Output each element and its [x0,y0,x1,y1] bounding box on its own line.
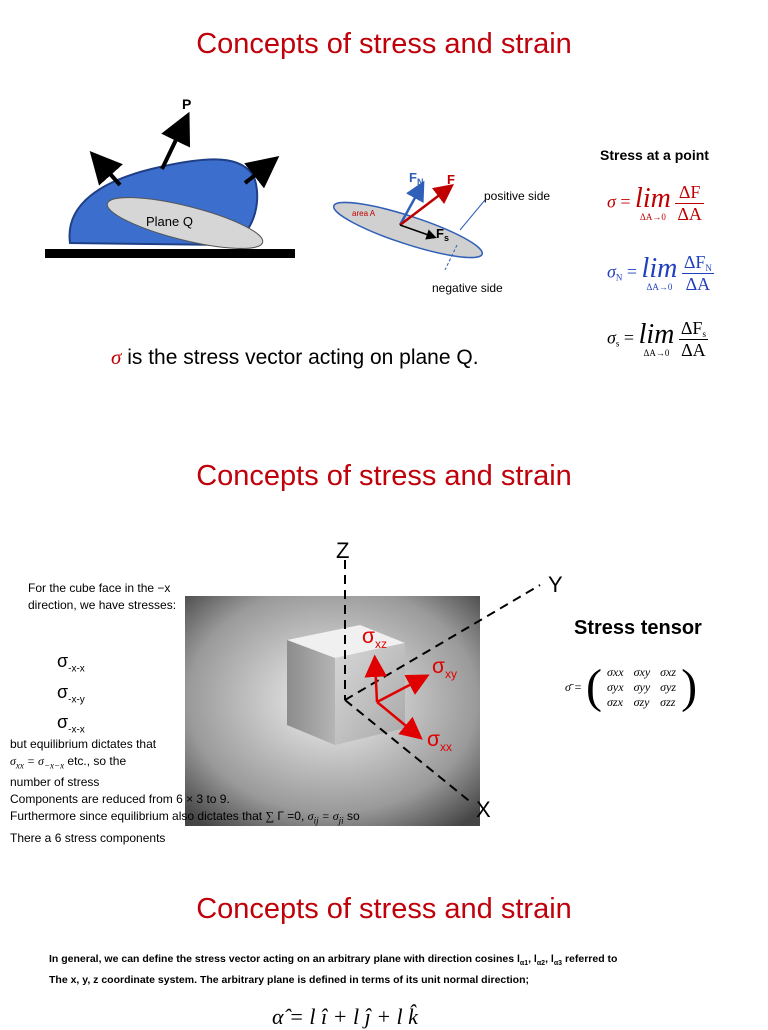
sigma-xz-label: σxz [362,625,387,652]
ground-bar [45,249,295,258]
stress-list-item: σ-x-y [57,681,85,706]
positive-leader [459,199,486,231]
force-arrow-right [243,156,280,189]
tensor-cell: σyz [660,679,677,694]
fn-label: FN [409,170,424,187]
tensor-cell: σzx [607,694,623,709]
x-axis [344,699,474,805]
unit-normal-formula: α̂ = l î + l ĵ + l k̂ [272,1004,418,1029]
tensor-cell: σxx [607,664,624,679]
sigma-xy-arrow [376,674,430,704]
axis-z-label: Z [336,538,350,563]
sigma-xz-arrow [364,654,387,703]
body-plane-figure [45,111,295,258]
stress-list-item: σ-x-x [57,712,85,736]
stress-tensor-heading: Stress tensor [574,617,702,639]
tensor-cell: σyx [607,679,624,694]
sigma-xx-label: σxx [427,728,452,755]
plane-q-label: Plane Q [146,214,193,229]
stress-tensor-matrix: σ̄ = ( σxx σxy σxz σyx σyy σyz σzx σzy σ… [565,660,698,713]
f-arrow [399,183,454,226]
section2-title: Concepts of stress and strain [196,460,572,492]
axis-x-label: X [476,797,491,822]
cube-face-intro: For the cube face in the −x direction, w… [28,581,177,612]
tensor-cell: σzz [660,694,676,709]
stress-list: σ-x-x σ-x-y σ-x-x [57,650,85,742]
fs-label: Fs [436,226,449,243]
sigma-xx-arrow [376,701,423,740]
arbitrary-plane-paragraph: In general, we can define the stress vec… [49,953,618,987]
f-label: F [447,172,455,187]
area-force-figure [332,180,486,270]
section1-title: Concepts of stress and strain [196,28,572,60]
equilibrium-paragraph: but equilibrium dictates that σxx = σ−x−… [10,737,360,845]
tensor-cell: σxy [633,664,651,679]
stress-list-item: σ-x-x [57,651,85,675]
y-axis [344,584,541,701]
section3-title: Concepts of stress and strain [196,893,572,925]
tensor-cell: σyy [633,679,651,694]
force-arrow-p [160,111,191,170]
negative-side-label: negative side [432,281,503,295]
fs-arrow [399,224,437,240]
cube-figure [185,560,541,826]
axis-y-label: Y [548,572,563,597]
sigma-xy-label: σxy [432,655,457,682]
tensor-table: σxx σxy σxz σyx σyy σyz σzx σzy σzz [602,665,681,710]
area-a-label: area A [352,209,376,218]
positive-side-label: positive side [484,189,551,203]
force-label-p: P [182,96,192,112]
tensor-cell: σxz [660,664,677,679]
force-arrow-left [89,151,123,187]
plane-q-ellipse [106,197,264,249]
stress-vector-caption: σ is the stress vector acting on plane Q… [111,345,479,369]
cube-front [335,643,405,745]
stress-at-point-heading: Stress at a point [600,147,709,163]
tensor-cell: σzy [633,694,650,709]
fn-arrow [398,180,425,226]
area-a-ellipse [332,201,484,259]
cube-left [287,640,335,745]
